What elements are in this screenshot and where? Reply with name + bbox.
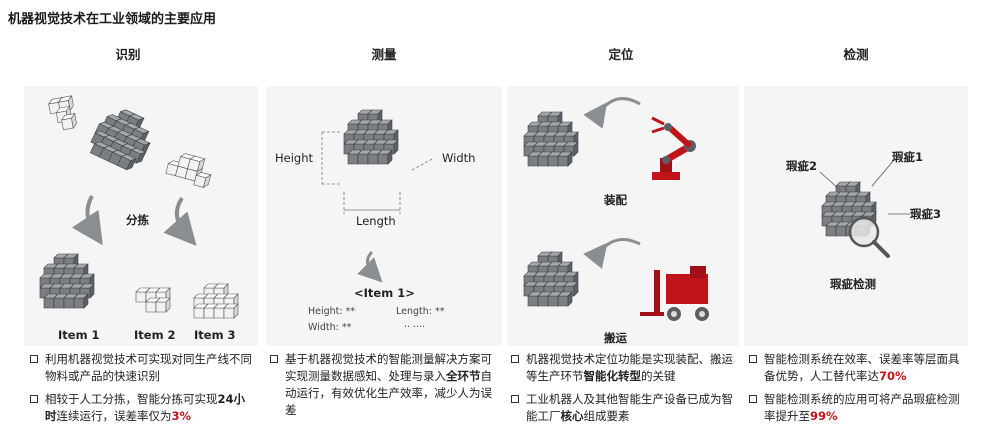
bullet-text: 智能检测系统在效率、误差率等层面具备优势，人工替代率达70% — [764, 352, 960, 383]
assembly-cubes — [524, 112, 578, 166]
bullet: 机器视觉技术定位功能是实现装配、搬运等生产环节智能化转型的关键 — [511, 351, 737, 385]
bullet-text: 基于机器视觉技术的智能测量解决方案可实现测量数据感知、处理与录入全环节自动运行，… — [285, 352, 492, 417]
label-width: Width — [442, 151, 476, 165]
bullet-text: 智能检测系统的应用可将产品瑕疵检测率提升至99% — [764, 392, 960, 423]
bullets-inspection: 智能检测系统在效率、误差率等层面具备优势，人工替代率达70% 智能检测系统的应用… — [749, 351, 969, 431]
label-transport: 搬运 — [604, 331, 627, 345]
bullet-text: 相较于人工分拣，智能分拣可实现24小时连续运行，误差率仅为3% — [45, 392, 246, 423]
robot-arm-icon — [651, 116, 696, 180]
heading-recognition: 识别 — [115, 47, 141, 62]
field-height: Height: ** — [308, 306, 356, 317]
heading-measurement: 测量 — [371, 47, 397, 62]
bullet: 工业机器人及其他智能生产设备已成为智能工厂核心组成要素 — [511, 391, 737, 425]
field-dots: ·· ···· — [404, 322, 426, 333]
bullet-text: 工业机器人及其他智能生产设备已成为智能工厂核心组成要素 — [526, 392, 733, 423]
bullet: 智能检测系统的应用可将产品瑕疵检测率提升至99% — [749, 391, 969, 425]
bullet: 智能检测系统在效率、误差率等层面具备优势，人工替代率达70% — [749, 351, 969, 385]
bullet-text: 机器视觉技术定位功能是实现装配、搬运等生产环节智能化转型的关键 — [526, 352, 733, 383]
bullet: 利用机器视觉技术可实现对同生产线不同物料或产品的快速识别 — [30, 351, 252, 385]
label-item1: Item 1 — [58, 328, 100, 342]
bullet: 相较于人工分拣，智能分拣可实现24小时连续运行，误差率仅为3% — [30, 391, 252, 425]
assembly-arrow — [583, 97, 641, 129]
label-defect3: 瑕疵3 — [910, 207, 942, 221]
label-sorting: 分拣 — [126, 213, 149, 227]
forklift-icon — [640, 266, 709, 321]
label-item3: Item 3 — [194, 328, 236, 342]
label-defect2: 瑕疵2 — [786, 159, 818, 173]
label-height: Height — [275, 151, 314, 165]
sort-arrow-left — [71, 195, 103, 246]
bullets-positioning: 机器视觉技术定位功能是实现装配、搬运等生产环节智能化转型的关键 工业机器人及其他… — [511, 351, 737, 431]
tumbling-cube-cluster — [87, 102, 159, 174]
label-defect1: 瑕疵1 — [892, 150, 924, 164]
bullet-text: 利用机器视觉技术可实现对同生产线不同物料或产品的快速识别 — [45, 352, 252, 383]
item2-blocks — [135, 287, 171, 313]
label-length: Length — [356, 214, 396, 228]
white-block-top-left — [47, 95, 78, 131]
label-inspection: 瑕疵检测 — [830, 277, 876, 291]
item3-blocks — [193, 283, 239, 319]
measure-arrow — [357, 250, 383, 283]
label-item-record: <Item 1> — [354, 286, 415, 300]
defect1-leader — [871, 159, 895, 187]
heading-inspection: 检测 — [843, 47, 869, 62]
page-title: 机器视觉技术在工业领域的主要应用 — [8, 12, 217, 27]
defect2-leader — [819, 171, 841, 191]
sort-arrow-right — [163, 196, 197, 246]
label-item2: Item 2 — [134, 328, 176, 342]
magnifier-icon — [848, 216, 890, 258]
width-line — [411, 157, 435, 171]
transport-cubes — [524, 252, 578, 306]
heading-positioning: 定位 — [608, 47, 634, 62]
bullets-recognition: 利用机器视觉技术可实现对同生产线不同物料或产品的快速识别 相较于人工分拣，智能分… — [30, 351, 252, 431]
item1-cubes — [40, 254, 94, 308]
measure-cubes — [344, 110, 398, 164]
bullet: 基于机器视觉技术的智能测量解决方案可实现测量数据感知、处理与录入全环节自动运行，… — [270, 351, 496, 419]
field-length: Length: ** — [396, 306, 445, 317]
field-width: Width: ** — [308, 322, 352, 333]
white-block-right — [165, 152, 212, 189]
transport-arrow — [583, 238, 641, 269]
label-assembly: 装配 — [604, 193, 627, 207]
bullets-measurement: 基于机器视觉技术的智能测量解决方案可实现测量数据感知、处理与录入全环节自动运行，… — [270, 351, 496, 425]
